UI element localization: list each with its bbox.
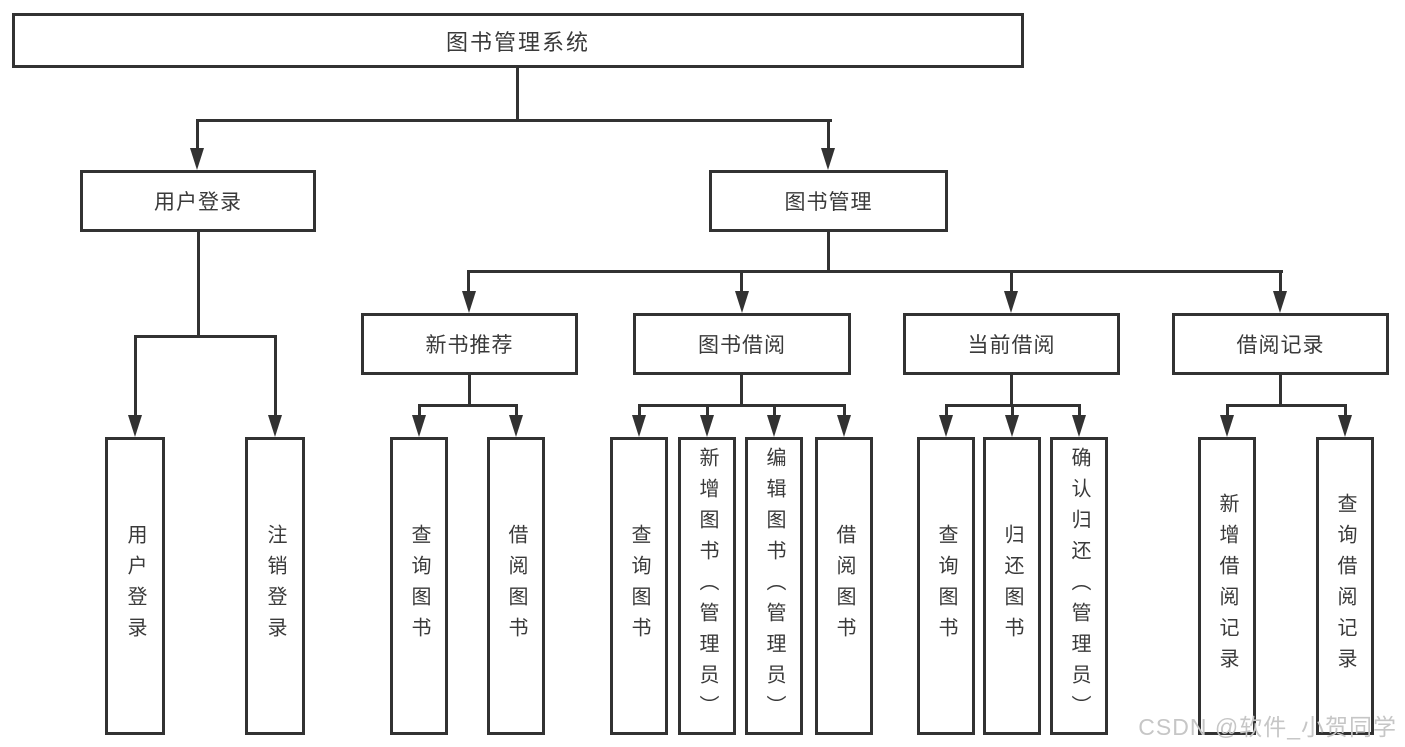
node-book-management: 图书管理 <box>709 170 948 232</box>
arrowhead-icon <box>190 148 204 170</box>
node-new-book-recommend-label: 新书推荐 <box>425 334 514 357</box>
node-leaf-confirm-return-admin: 确认归还（管理员） <box>1050 437 1108 735</box>
node-root-label: 图书管理系统 <box>445 29 590 55</box>
arrowhead-icon <box>1220 415 1234 437</box>
connector-drop-leaf <box>945 404 948 418</box>
connector-drop-leaf <box>134 335 137 417</box>
arrowhead-icon <box>1005 415 1019 437</box>
leaf-label: 用户登录 <box>124 524 146 648</box>
node-leaf-return-books: 归还图书 <box>983 437 1041 735</box>
connector-drop-leaf <box>418 404 421 418</box>
arrowhead-icon <box>939 415 953 437</box>
node-borrowing-records: 借阅记录 <box>1172 313 1389 375</box>
arrowhead-icon <box>1004 291 1018 313</box>
connector-drop-leaf <box>706 404 709 418</box>
leaf-label: 借阅图书 <box>833 524 855 648</box>
connector-group3-trunk <box>1010 375 1013 406</box>
connector-group4-trunk <box>1279 375 1282 406</box>
arrowhead-icon <box>462 291 476 313</box>
arrowhead-icon <box>1273 291 1287 313</box>
arrowhead-icon <box>128 415 142 437</box>
connector-drop-leaf <box>1226 404 1229 418</box>
leaf-label: 新增借阅记录 <box>1216 493 1238 679</box>
node-leaf-add-books-admin: 新增图书（管理员） <box>678 437 736 735</box>
arrowhead-icon <box>632 415 646 437</box>
arrowhead-icon <box>268 415 282 437</box>
arrowhead-icon <box>837 415 851 437</box>
node-user-login: 用户登录 <box>80 170 316 232</box>
node-leaf-logout: 注销登录 <box>245 437 305 735</box>
leaf-label: 借阅图书 <box>505 524 527 648</box>
connector-drop-leaf <box>1078 404 1081 418</box>
node-leaf-borrow-books-1: 借阅图书 <box>487 437 545 735</box>
node-current-borrowing-label: 当前借阅 <box>967 334 1056 357</box>
arrowhead-icon <box>700 415 714 437</box>
leaf-label: 查询图书 <box>408 524 430 648</box>
arrowhead-icon <box>1338 415 1352 437</box>
leaf-label: 新增图书（管理员） <box>696 446 718 726</box>
connector-drop-user-login <box>196 119 199 152</box>
connector-drop-book-mgmt <box>827 119 830 152</box>
arrowhead-icon <box>1072 415 1086 437</box>
node-book-borrowing: 图书借阅 <box>633 313 851 375</box>
node-leaf-query-borrow-record: 查询借阅记录 <box>1316 437 1374 735</box>
node-leaf-query-books-1: 查询图书 <box>390 437 448 735</box>
connector-user-login-trunk <box>197 232 200 338</box>
connector-level1-horizontal <box>196 119 832 122</box>
connector-drop-leaf <box>1344 404 1347 418</box>
node-book-borrowing-label: 图书借阅 <box>698 334 786 357</box>
node-user-login-label: 用户登录 <box>154 191 242 214</box>
arrowhead-icon <box>509 415 523 437</box>
node-leaf-query-books-2: 查询图书 <box>610 437 668 735</box>
connector-drop-borrow-records <box>1279 270 1282 295</box>
leaf-label: 归还图书 <box>1001 524 1023 648</box>
leaf-label: 注销登录 <box>264 524 286 648</box>
arrowhead-icon <box>412 415 426 437</box>
node-current-borrowing: 当前借阅 <box>903 313 1120 375</box>
leaf-label: 查询图书 <box>628 524 650 648</box>
connector-drop-leaf <box>843 404 846 418</box>
leaf-label: 编辑图书（管理员） <box>763 446 785 726</box>
node-leaf-edit-books-admin: 编辑图书（管理员） <box>745 437 803 735</box>
node-leaf-user-login: 用户登录 <box>105 437 165 735</box>
connector-level3-horizontal <box>467 270 1283 273</box>
arrowhead-icon <box>767 415 781 437</box>
leaf-label: 确认归还（管理员） <box>1068 446 1090 726</box>
node-new-book-recommend: 新书推荐 <box>361 313 578 375</box>
node-borrowing-records-label: 借阅记录 <box>1236 334 1325 357</box>
node-book-management-label: 图书管理 <box>784 191 873 214</box>
node-leaf-borrow-books-2: 借阅图书 <box>815 437 873 735</box>
connector-group2-trunk <box>740 375 743 406</box>
arrowhead-icon <box>735 291 749 313</box>
connector-drop-leaf <box>1011 404 1014 418</box>
connector-group4-horizontal <box>1226 404 1347 407</box>
leaf-label: 查询借阅记录 <box>1334 493 1356 679</box>
connector-drop-book-borrow <box>740 270 743 295</box>
connector-drop-leaf <box>515 404 518 418</box>
arrowhead-icon <box>821 148 835 170</box>
connector-group1-trunk <box>468 375 471 406</box>
connector-drop-leaf <box>638 404 641 418</box>
connector-root-trunk <box>516 68 519 122</box>
connector-group1-horizontal <box>418 404 518 407</box>
leaf-label: 查询图书 <box>935 524 957 648</box>
connector-drop-leaf <box>274 335 277 417</box>
node-root: 图书管理系统 <box>12 13 1024 68</box>
connector-group2-horizontal <box>638 404 846 407</box>
connector-drop-new-books <box>467 270 470 295</box>
node-leaf-add-borrow-record: 新增借阅记录 <box>1198 437 1256 735</box>
connector-book-mgmt-trunk <box>827 232 830 273</box>
node-leaf-query-books-3: 查询图书 <box>917 437 975 735</box>
connector-drop-current-borrow <box>1010 270 1013 295</box>
connector-user-login-horizontal <box>134 335 277 338</box>
connector-drop-leaf <box>773 404 776 418</box>
csdn-watermark: CSDN @软件_小贺同学 <box>1138 714 1397 740</box>
